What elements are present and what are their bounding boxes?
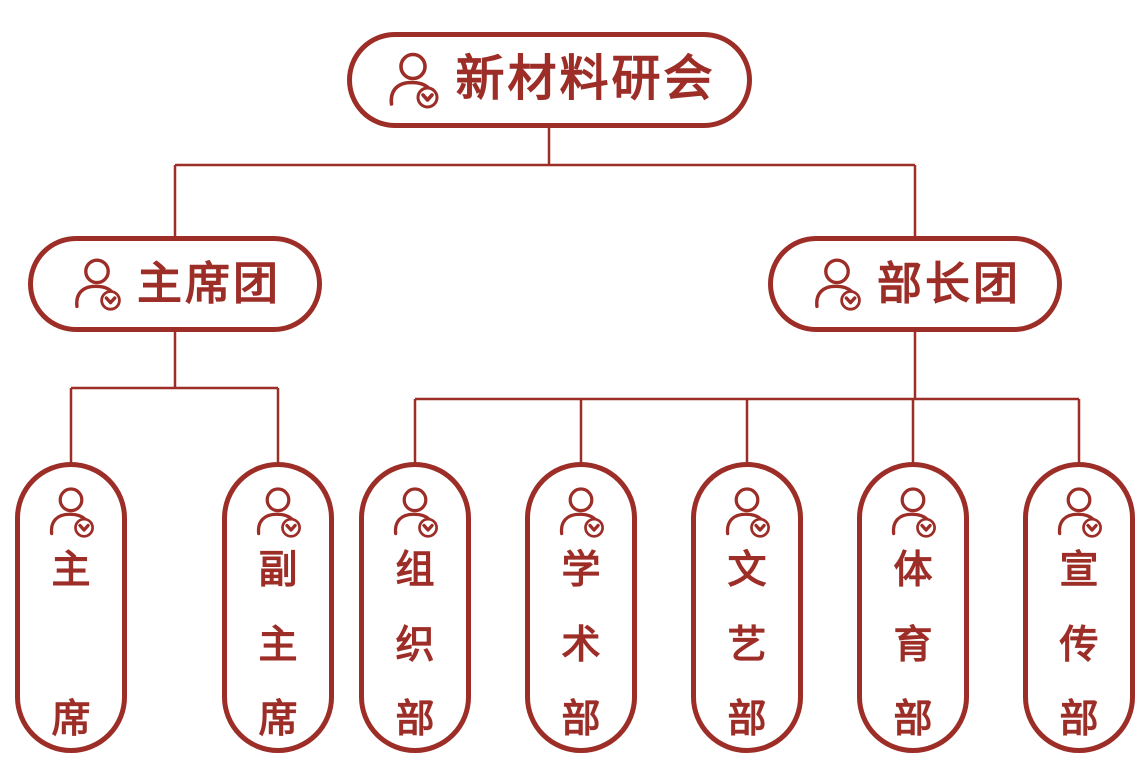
user-with-check-badge-icon xyxy=(44,485,98,539)
org-node-organization-dept[interactable]: 组织部 xyxy=(359,462,471,753)
org-node-label: 主席团 xyxy=(136,257,281,309)
user-with-check-badge-icon xyxy=(69,256,125,312)
org-node-chairman[interactable]: 主席 xyxy=(15,462,127,753)
user-with-check-badge-icon xyxy=(1052,485,1106,539)
user-with-check-badge-icon xyxy=(554,485,608,539)
user-with-check-badge-icon xyxy=(886,485,940,539)
org-node-vice-chairman[interactable]: 副主席 xyxy=(222,462,334,753)
org-node-academic-dept[interactable]: 学术部 xyxy=(525,462,637,753)
org-node-ministers[interactable]: 部长团 xyxy=(768,236,1062,332)
org-node-label: 新材料研会 xyxy=(455,51,716,106)
user-with-check-badge-icon xyxy=(383,50,443,110)
org-node-label: 主席 xyxy=(51,549,91,741)
org-node-label: 组织部 xyxy=(395,549,435,741)
user-with-check-badge-icon xyxy=(809,256,865,312)
org-node-arts-dept[interactable]: 文艺部 xyxy=(691,462,803,753)
org-node-label: 副主席 xyxy=(258,549,298,741)
org-node-label: 部长团 xyxy=(876,257,1021,309)
user-with-check-badge-icon xyxy=(720,485,774,539)
org-node-label: 文艺部 xyxy=(727,549,767,741)
org-node-sports-dept[interactable]: 体育部 xyxy=(857,462,969,753)
user-with-check-badge-icon xyxy=(251,485,305,539)
org-node-presidium[interactable]: 主席团 xyxy=(28,236,322,332)
org-node-label: 宣传部 xyxy=(1059,549,1099,741)
org-node-label: 体育部 xyxy=(893,549,933,741)
org-node-label: 学术部 xyxy=(561,549,601,741)
user-with-check-badge-icon xyxy=(388,485,442,539)
org-node-publicity-dept[interactable]: 宣传部 xyxy=(1023,462,1135,753)
org-node-root[interactable]: 新材料研会 xyxy=(347,32,752,128)
